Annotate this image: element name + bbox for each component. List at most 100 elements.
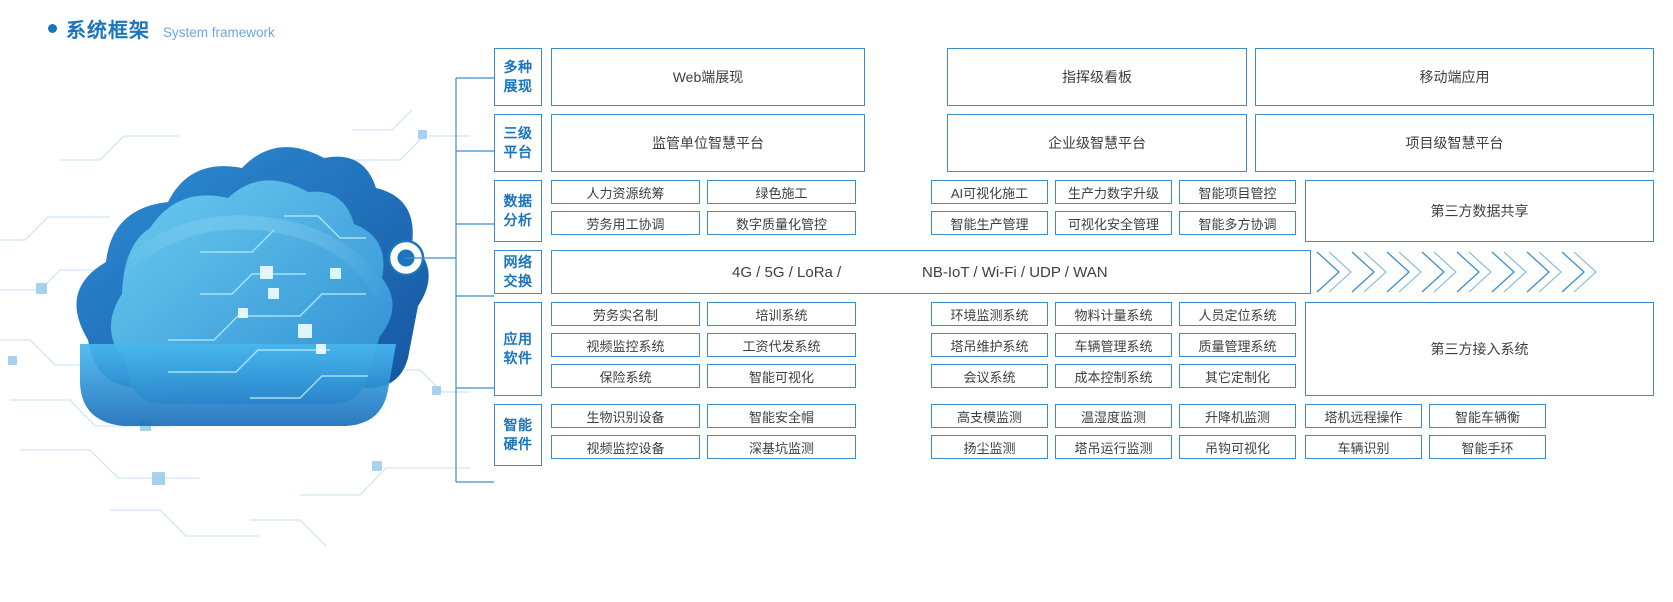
chip-line: AI可视化施工 生产力数字升级 智能项目管控 — [931, 180, 1297, 204]
chip-material-metering-system[interactable]: 物料计量系统 — [1055, 302, 1172, 326]
chip-temperature-humidity-monitoring[interactable]: 温湿度监测 — [1055, 404, 1172, 428]
cell-third-party-data-sharing[interactable]: 第三方数据共享 — [1305, 180, 1654, 242]
chip-tower-crane-remote-operation[interactable]: 塔机远程操作 — [1305, 404, 1422, 428]
row-platform: 三级 平台 监管单位智慧平台 企业级智慧平台 项目级智慧平台 — [494, 114, 1654, 172]
chip-line: 环境监测系统 物料计量系统 人员定位系统 — [931, 302, 1297, 326]
chip-vehicle-management-system[interactable]: 车辆管理系统 — [1055, 333, 1172, 357]
chip-smart-multiparty-coordination[interactable]: 智能多方协调 — [1179, 211, 1296, 235]
chip-line: 塔机远程操作 智能车辆衡 — [1305, 404, 1654, 428]
row-label-smart-hardware: 智能 硬件 — [494, 404, 542, 466]
cell-project-platform[interactable]: 项目级智慧平台 — [1255, 114, 1654, 172]
page-title-en: System framework — [163, 25, 275, 40]
page-title: 系统框架 System framework — [48, 14, 275, 43]
chip-line: 视频监控系统 工资代发系统 — [551, 333, 865, 357]
cell-web-display[interactable]: Web端展现 — [551, 48, 865, 106]
chip-line: 视频监控设备 深基坑监测 — [551, 435, 865, 459]
chip-cost-control-system[interactable]: 成本控制系统 — [1055, 364, 1172, 388]
chip-crane-operation-monitoring[interactable]: 塔吊运行监测 — [1055, 435, 1172, 459]
chip-video-surveillance-system[interactable]: 视频监控系统 — [551, 333, 700, 357]
row-label-line: 分析 — [503, 212, 533, 228]
chip-conference-system[interactable]: 会议系统 — [931, 364, 1048, 388]
row-label-line: 数据 — [503, 193, 533, 210]
chip-personnel-positioning-system[interactable]: 人员定位系统 — [1179, 302, 1296, 326]
row-label-line: 展现 — [503, 78, 533, 94]
chip-line: 生物识别设备 智能安全帽 — [551, 404, 865, 428]
chip-environment-monitoring-system[interactable]: 环境监测系统 — [931, 302, 1048, 326]
chip-line: 智能生产管理 可视化安全管理 智能多方协调 — [931, 211, 1297, 235]
chip-crane-maintenance-system[interactable]: 塔吊维护系统 — [931, 333, 1048, 357]
chip-line: 劳务用工协调 数字质量化管控 — [551, 211, 865, 235]
row-label-line: 智能 — [503, 417, 533, 434]
row-label-line: 硬件 — [503, 436, 533, 452]
row-gap — [1297, 302, 1305, 396]
bullet-dot-icon — [48, 24, 57, 33]
chip-hoist-monitoring[interactable]: 升降机监测 — [1179, 404, 1296, 428]
row-label-line: 三级 — [503, 125, 533, 142]
row-data-analysis: 数据 分析 人力资源统筹 绿色施工 劳务用工协调 数字质量化管控 AI可视化施工… — [494, 180, 1654, 242]
chip-high-formwork-monitoring[interactable]: 高支模监测 — [931, 404, 1048, 428]
circle-node-icon — [387, 239, 425, 277]
row-app-software: 应用 软件 劳务实名制 培训系统 视频监控系统 工资代发系统 保险系统 智能可视… — [494, 302, 1654, 396]
chip-video-surveillance-device[interactable]: 视频监控设备 — [551, 435, 700, 459]
row-smart-hardware: 智能 硬件 生物识别设备 智能安全帽 视频监控设备 深基坑监测 高支模监测 温湿… — [494, 404, 1654, 466]
group-app-middle: 环境监测系统 物料计量系统 人员定位系统 塔吊维护系统 车辆管理系统 质量管理系… — [931, 302, 1297, 396]
network-text-a: 4G / 5G / LoRa / — [732, 263, 842, 281]
chip-smart-helmet[interactable]: 智能安全帽 — [707, 404, 856, 428]
row-label-line: 软件 — [503, 350, 533, 366]
chip-smart-wristband[interactable]: 智能手环 — [1429, 435, 1546, 459]
cell-network-protocols[interactable]: 4G / 5G / LoRa / NB-IoT / Wi-Fi / UDP / … — [551, 250, 1311, 294]
chip-labor-real-name[interactable]: 劳务实名制 — [551, 302, 700, 326]
row-label-display: 多种 展现 — [494, 48, 542, 106]
chip-visual-safety-management[interactable]: 可视化安全管理 — [1055, 211, 1172, 235]
cloud-network-illustration — [0, 40, 470, 560]
cell-regulator-platform[interactable]: 监管单位智慧平台 — [551, 114, 865, 172]
chip-line: 会议系统 成本控制系统 其它定制化 — [931, 364, 1297, 388]
chip-smart-truck-scale[interactable]: 智能车辆衡 — [1429, 404, 1546, 428]
chip-training-system[interactable]: 培训系统 — [707, 302, 856, 326]
chip-productivity-digital-upgrade[interactable]: 生产力数字升级 — [1055, 180, 1172, 204]
chip-line: 劳务实名制 培训系统 — [551, 302, 865, 326]
chip-payroll-system[interactable]: 工资代发系统 — [707, 333, 856, 357]
cell-enterprise-platform[interactable]: 企业级智慧平台 — [947, 114, 1247, 172]
chip-line: 扬尘监测 塔吊运行监测 吊钩可视化 — [931, 435, 1297, 459]
cell-command-dashboard[interactable]: 指挥级看板 — [947, 48, 1247, 106]
row-label-data-analysis: 数据 分析 — [494, 180, 542, 242]
group-hardware-right: 塔机远程操作 智能车辆衡 车辆识别 智能手环 — [1305, 404, 1654, 466]
row-gap — [865, 302, 931, 396]
chip-biometric-device[interactable]: 生物识别设备 — [551, 404, 700, 428]
group-app-left: 劳务实名制 培训系统 视频监控系统 工资代发系统 保险系统 智能可视化 — [551, 302, 865, 396]
page-title-cn: 系统框架 — [66, 20, 150, 42]
row-label-line: 交换 — [503, 273, 533, 289]
chip-digital-quality-control[interactable]: 数字质量化管控 — [707, 211, 856, 235]
group-data-analysis-left: 人力资源统筹 绿色施工 劳务用工协调 数字质量化管控 — [551, 180, 865, 242]
chip-labor-coordination[interactable]: 劳务用工协调 — [551, 211, 700, 235]
chip-line: 塔吊维护系统 车辆管理系统 质量管理系统 — [931, 333, 1297, 357]
chip-green-construction[interactable]: 绿色施工 — [707, 180, 856, 204]
cell-mobile-app[interactable]: 移动端应用 — [1255, 48, 1654, 106]
row-network: 网络 交换 4G / 5G / LoRa / NB-IoT / Wi-Fi / … — [494, 250, 1654, 294]
chip-dust-monitoring[interactable]: 扬尘监测 — [931, 435, 1048, 459]
chip-line: 高支模监测 温湿度监测 升降机监测 — [931, 404, 1297, 428]
cell-third-party-access-system[interactable]: 第三方接入系统 — [1305, 302, 1654, 396]
network-text-b: NB-IoT / Wi-Fi / UDP / WAN — [922, 263, 1108, 281]
chip-line: 人力资源统筹 绿色施工 — [551, 180, 865, 204]
row-gap — [1297, 180, 1305, 242]
chip-vehicle-recognition[interactable]: 车辆识别 — [1305, 435, 1422, 459]
row-label-line: 网络 — [503, 254, 533, 271]
chip-hook-visualization[interactable]: 吊钩可视化 — [1179, 435, 1296, 459]
chip-smart-visualization[interactable]: 智能可视化 — [707, 364, 856, 388]
chevron-right-icon — [1316, 251, 1597, 293]
chip-smart-production-management[interactable]: 智能生产管理 — [931, 211, 1048, 235]
row-label-platform: 三级 平台 — [494, 114, 542, 172]
row-gap — [865, 404, 931, 466]
chip-other-customization[interactable]: 其它定制化 — [1179, 364, 1296, 388]
chip-quality-management-system[interactable]: 质量管理系统 — [1179, 333, 1296, 357]
system-framework-diagram: 多种 展现 Web端展现 指挥级看板 移动端应用 三级 平台 监管单位智慧平台 … — [494, 48, 1654, 474]
chip-deep-foundation-pit-monitoring[interactable]: 深基坑监测 — [707, 435, 856, 459]
group-data-analysis-middle: AI可视化施工 生产力数字升级 智能项目管控 智能生产管理 可视化安全管理 智能… — [931, 180, 1297, 242]
chip-insurance-system[interactable]: 保险系统 — [551, 364, 700, 388]
chip-hr-coordination[interactable]: 人力资源统筹 — [551, 180, 700, 204]
chip-ai-visual-construction[interactable]: AI可视化施工 — [931, 180, 1048, 204]
chip-smart-project-control[interactable]: 智能项目管控 — [1179, 180, 1296, 204]
group-hardware-left: 生物识别设备 智能安全帽 视频监控设备 深基坑监测 — [551, 404, 865, 466]
